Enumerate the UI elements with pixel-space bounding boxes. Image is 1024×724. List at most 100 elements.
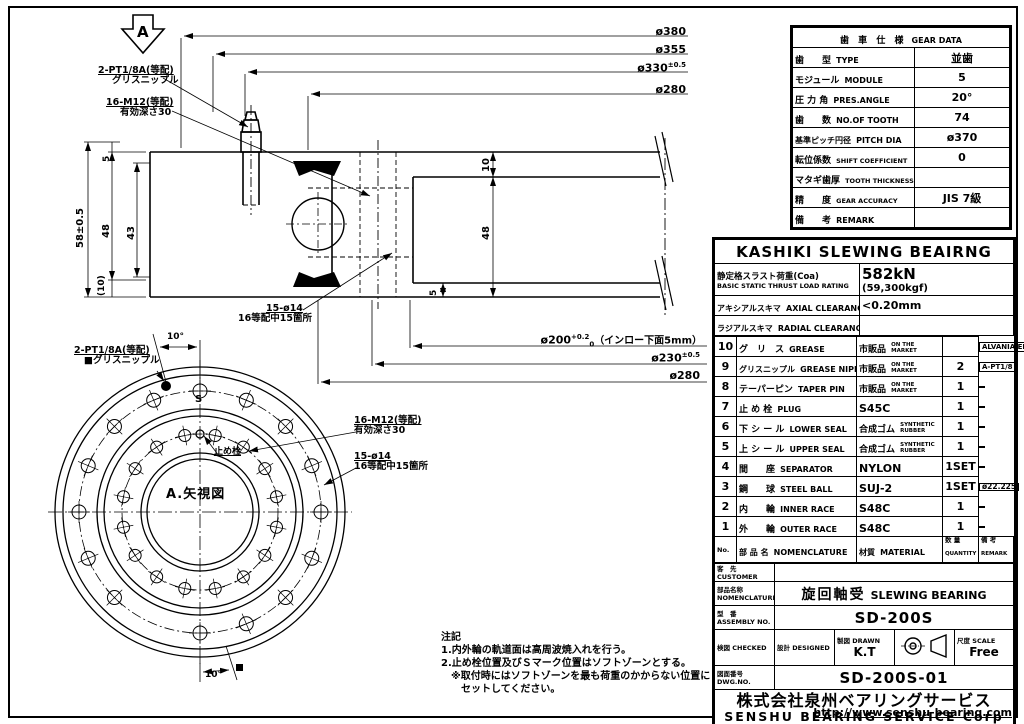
part-name: グリスニップル GREASE NIPPLE bbox=[736, 356, 857, 377]
part-material: SUJ-2 bbox=[856, 476, 943, 497]
gear-row-label: 精 度 GEAR ACCURACY bbox=[792, 187, 915, 208]
part-remark bbox=[979, 426, 985, 428]
part-remark bbox=[979, 386, 985, 388]
dim-height-5: 5 bbox=[102, 155, 112, 162]
gear-row-value: JIS 7級 bbox=[914, 187, 1010, 208]
angle-10-top: 10° bbox=[167, 332, 185, 342]
part-remark: ALVANIA EP2 bbox=[979, 342, 1024, 352]
part-qty: 2 bbox=[942, 356, 979, 377]
axial-clearance-value: <0.20mm bbox=[859, 295, 1014, 316]
part-remark bbox=[979, 526, 985, 528]
part-no: 5 bbox=[714, 436, 737, 457]
part-no: 6 bbox=[714, 416, 737, 437]
radial-clearance-value bbox=[859, 315, 1014, 336]
part-material: 市販品 ON THE MARKET bbox=[856, 356, 943, 377]
bolt-hole bbox=[128, 462, 142, 476]
bolt-hole bbox=[146, 392, 162, 408]
axial-clearance-label: アキシアルスキマ AXIAL CLEARANCE bbox=[714, 295, 860, 316]
callout-nipple-section: 2-PT1/8A(等配)グリスニップル bbox=[98, 65, 179, 86]
part-remark: ø22.225 bbox=[979, 483, 1020, 491]
part-qty: 1 bbox=[942, 516, 979, 537]
part-qty bbox=[942, 336, 979, 357]
gear-row-label: 転位係数 SHIFT COEFFICIENT bbox=[792, 147, 915, 168]
gear-row-value: 0 bbox=[914, 147, 1010, 168]
dim-height-10p: (10) bbox=[97, 275, 107, 296]
radial-clearance-label: ラジアルスキマ RADIAL CLEARANCE bbox=[714, 315, 860, 336]
gear-row-value bbox=[914, 167, 1010, 188]
part-material: NYLON bbox=[856, 456, 943, 477]
front-view bbox=[48, 333, 357, 682]
plug-label: 止め栓 bbox=[214, 447, 242, 457]
dim-thk-48: 48 bbox=[481, 226, 492, 240]
bolt-hole bbox=[236, 570, 250, 584]
part-remark bbox=[979, 446, 985, 448]
customer-value bbox=[774, 563, 1014, 582]
notes: 注記 1.内外輪の軌道面は高周波焼入れを行う。 2.止め栓位置及びＳマーク位置は… bbox=[441, 631, 710, 696]
part-no: 8 bbox=[714, 376, 737, 397]
part-name: テーパーピン TAPER PIN bbox=[736, 376, 857, 397]
sheet-frame bbox=[8, 6, 1018, 718]
bolt-hole bbox=[208, 428, 222, 442]
part-material: 市販品 ON THE MARKET bbox=[856, 336, 943, 357]
bolt-hole bbox=[80, 458, 96, 474]
bolt-hole bbox=[106, 418, 122, 434]
angle-10-bottom: 10° bbox=[205, 670, 223, 680]
site-url[interactable]: http://www.senshu-bearing.com bbox=[813, 706, 1012, 719]
part-qty: 1 bbox=[942, 376, 979, 397]
bolt-hole bbox=[258, 462, 272, 476]
part-qty: 1SET bbox=[942, 476, 979, 497]
bolt-hole bbox=[238, 392, 254, 408]
gear-row-value: 74 bbox=[914, 107, 1010, 128]
dwg-no-value: SD-200S-01 bbox=[774, 665, 1014, 690]
part-name: 外 輪 OUTER RACE bbox=[736, 516, 857, 537]
part-no: 4 bbox=[714, 456, 737, 477]
note-line: ※取付時にはソフトゾーンを最も荷重のかからない位置に bbox=[441, 671, 711, 682]
part-remark bbox=[979, 506, 985, 508]
part-qty: 1SET bbox=[942, 456, 979, 477]
company-name-en: SENSHU BEARING SERVICE Corp bbox=[724, 708, 1004, 724]
part-remark bbox=[979, 406, 985, 408]
bolt-hole bbox=[128, 548, 142, 562]
spec-table: KASHIKI SLEWING BEAIRNG 静定格スラスト荷重(Coa)BA… bbox=[714, 239, 1014, 336]
view-arrow-letter: A bbox=[137, 23, 149, 41]
part-qty: 1 bbox=[942, 396, 979, 417]
col-material: 材質 MATERIAL bbox=[856, 536, 943, 563]
part-no: 3 bbox=[714, 476, 737, 497]
part-qty: 1 bbox=[942, 436, 979, 457]
part-material: S48C bbox=[856, 516, 943, 537]
gear-table-title: 歯 車 仕 様 GEAR DATA bbox=[792, 27, 1010, 48]
bolt-hole bbox=[178, 582, 192, 596]
bolt-hole bbox=[178, 428, 192, 442]
part-qty: 1 bbox=[942, 496, 979, 517]
designed-cell: 設計 DESIGNED bbox=[774, 629, 835, 666]
plug-mark bbox=[195, 429, 205, 439]
dim-thk-5: 5 bbox=[429, 289, 439, 296]
gear-row-label: モジュール MODULE bbox=[792, 67, 915, 88]
bolt-hole bbox=[80, 550, 96, 566]
part-material: 市販品 ON THE MARKET bbox=[856, 376, 943, 397]
part-no: 10 bbox=[714, 336, 737, 357]
bolt-hole bbox=[150, 440, 164, 454]
bolt-hole bbox=[304, 550, 320, 566]
gear-row-label: 基準ピッチ円径 PITCH DIA bbox=[792, 127, 915, 148]
dim-od200: ø200+0.20（インロー下面5mm） bbox=[540, 333, 702, 349]
gear-row-label: 圧 力 角 PRES.ANGLE bbox=[792, 87, 915, 108]
nomenclature-value: 旋回軸受 SLEWING BEARING bbox=[774, 581, 1014, 606]
projection-symbol-cell bbox=[894, 629, 955, 666]
bolt-hole bbox=[150, 570, 164, 584]
part-no: 1 bbox=[714, 516, 737, 537]
load-rating-value: 582kN(59,300kgf) bbox=[859, 263, 1014, 296]
gear-row-label: マタギ歯厚 TOOTH THICKNESS bbox=[792, 167, 915, 188]
dim-thk-10: 10 bbox=[481, 158, 492, 172]
